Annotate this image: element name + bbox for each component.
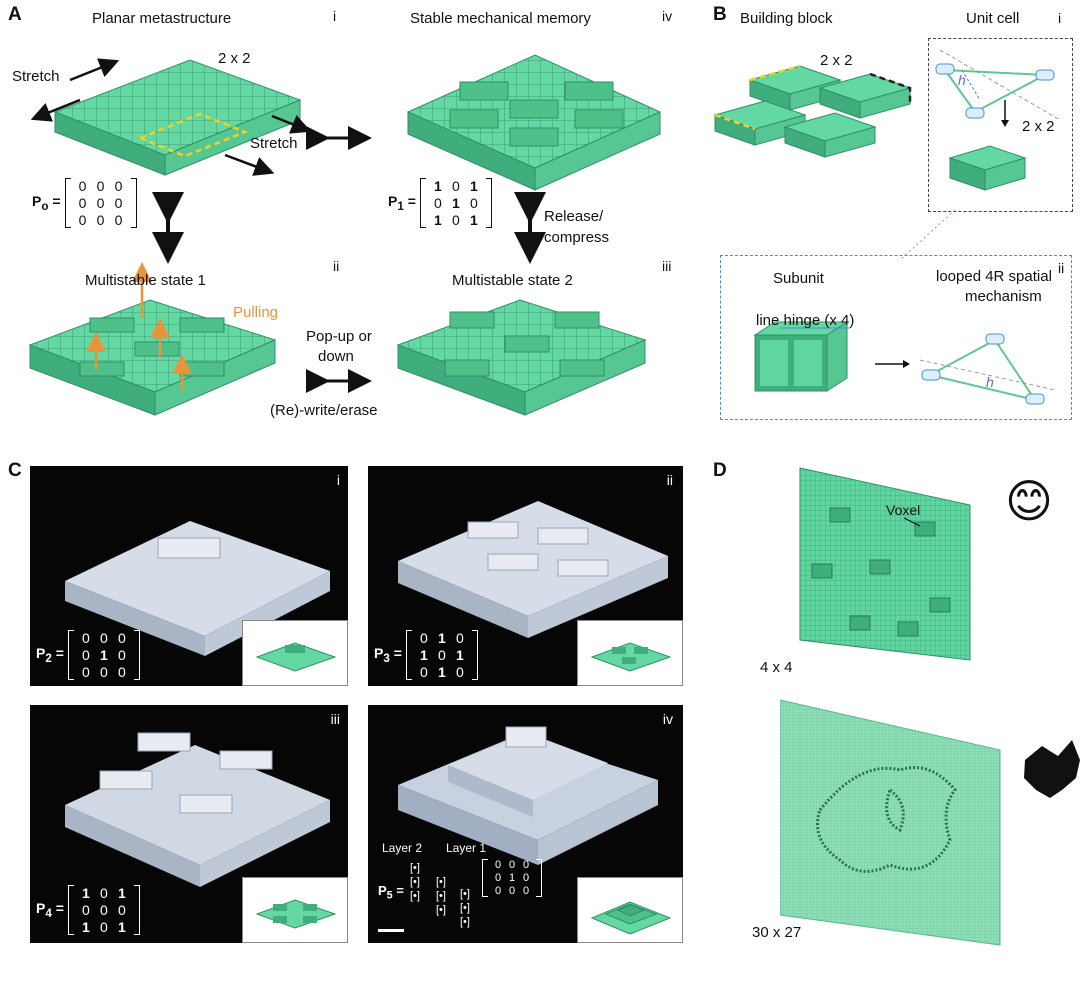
stretch-right-label: Stretch [250,135,298,152]
inset-c-ii [577,620,683,686]
roman-c-iv: iv [662,711,673,727]
roman-c-ii: ii [666,472,673,488]
voxel-label: Voxel [886,502,921,518]
size-2x2-b: 2 x 2 [820,52,853,69]
panel-a-label: A [8,4,22,25]
panel-b-label: B [713,4,727,25]
inset-c-iii [242,877,348,943]
popup-label: Pop-up or [306,328,372,345]
wolf-pattern [816,766,957,873]
photo-c-i-plate [65,521,330,656]
panel-b-illustration [713,49,1061,405]
state2-title: Multistable state 2 [452,272,573,289]
panel-c-label: C [8,460,22,481]
pulling-label: Pulling [233,304,279,321]
photo-c-iii-plate [65,732,330,887]
state2-plate [396,299,647,416]
h-label-top: h [958,72,966,88]
unit-cell-mechanism [899,49,1061,261]
planar-plate [30,58,312,176]
building-blocks [713,64,912,158]
unit-size-label: 2 x 2 [1022,118,1055,135]
wolf-icon [1024,740,1080,798]
smiley-emoji: 😊 [1005,475,1053,527]
photo-c-iv: iv Layer 2 Layer 1 P5 = [•][•][•] [•][•]… [368,705,683,943]
roman-c-iii: iii [330,711,340,727]
roman-a-ii: ii [333,258,340,274]
unit-cell-title: Unit cell [966,10,1020,27]
photo-c-iv-pyramid [378,726,658,932]
mechanism-title-2: mechanism [965,288,1042,305]
release-label: Release/ [544,208,604,225]
unit-cell-box [928,38,1073,212]
compress-label: compress [544,229,610,246]
panel-d-label: D [713,460,727,481]
layer1-vector-b: [•][•][•] [460,888,470,928]
building-block-title: Building block [740,10,833,27]
h-label-bottom: h [986,374,994,390]
layer1-label: Layer 1 [446,841,487,855]
roman-b-ii: ii [1058,260,1065,276]
size-4x4-label: 4 x 4 [760,659,793,676]
stretch-left-label: Stretch [12,68,60,85]
panel-a-illustration [28,54,662,416]
state1-title: Multistable state 1 [85,272,206,289]
mechanism-title-1: looped 4R spatial [936,268,1052,285]
size-30x27-label: 30 x 27 [752,924,802,941]
down-label: down [318,348,354,365]
line-hinge-label: line hinge (x 4) [756,312,855,329]
state1-plate [28,262,277,416]
layer2-vector: [•][•][•] [410,862,420,902]
roman-a-i: i [333,8,337,24]
roman-c-i: i [336,472,340,488]
scale-bar [378,929,404,932]
photo-c-ii-plate [398,501,668,638]
layer2-label: Layer 2 [382,841,423,855]
p5-label: P5 = [378,883,404,902]
subunit-box [720,255,1072,420]
roman-a-iv: iv [662,8,673,24]
memory-title: Stable mechanical memory [410,10,591,27]
panel-d-illustration [780,467,1080,946]
subunit-illustration [753,321,1056,405]
layer1-vector-a: [•][•][•] [436,876,446,916]
subunit-title: Subunit [773,270,824,287]
inset-c-iv [577,877,683,943]
roman-b-i: i [1058,10,1062,26]
inset-c-i [242,620,348,686]
memory-plate [406,54,662,191]
size-2x2-a: 2 x 2 [218,50,251,67]
planar-title: Planar metastructure [92,10,232,27]
rewrite-label: (Re)-write/erase [270,402,378,419]
roman-a-iii: iii [662,258,672,274]
